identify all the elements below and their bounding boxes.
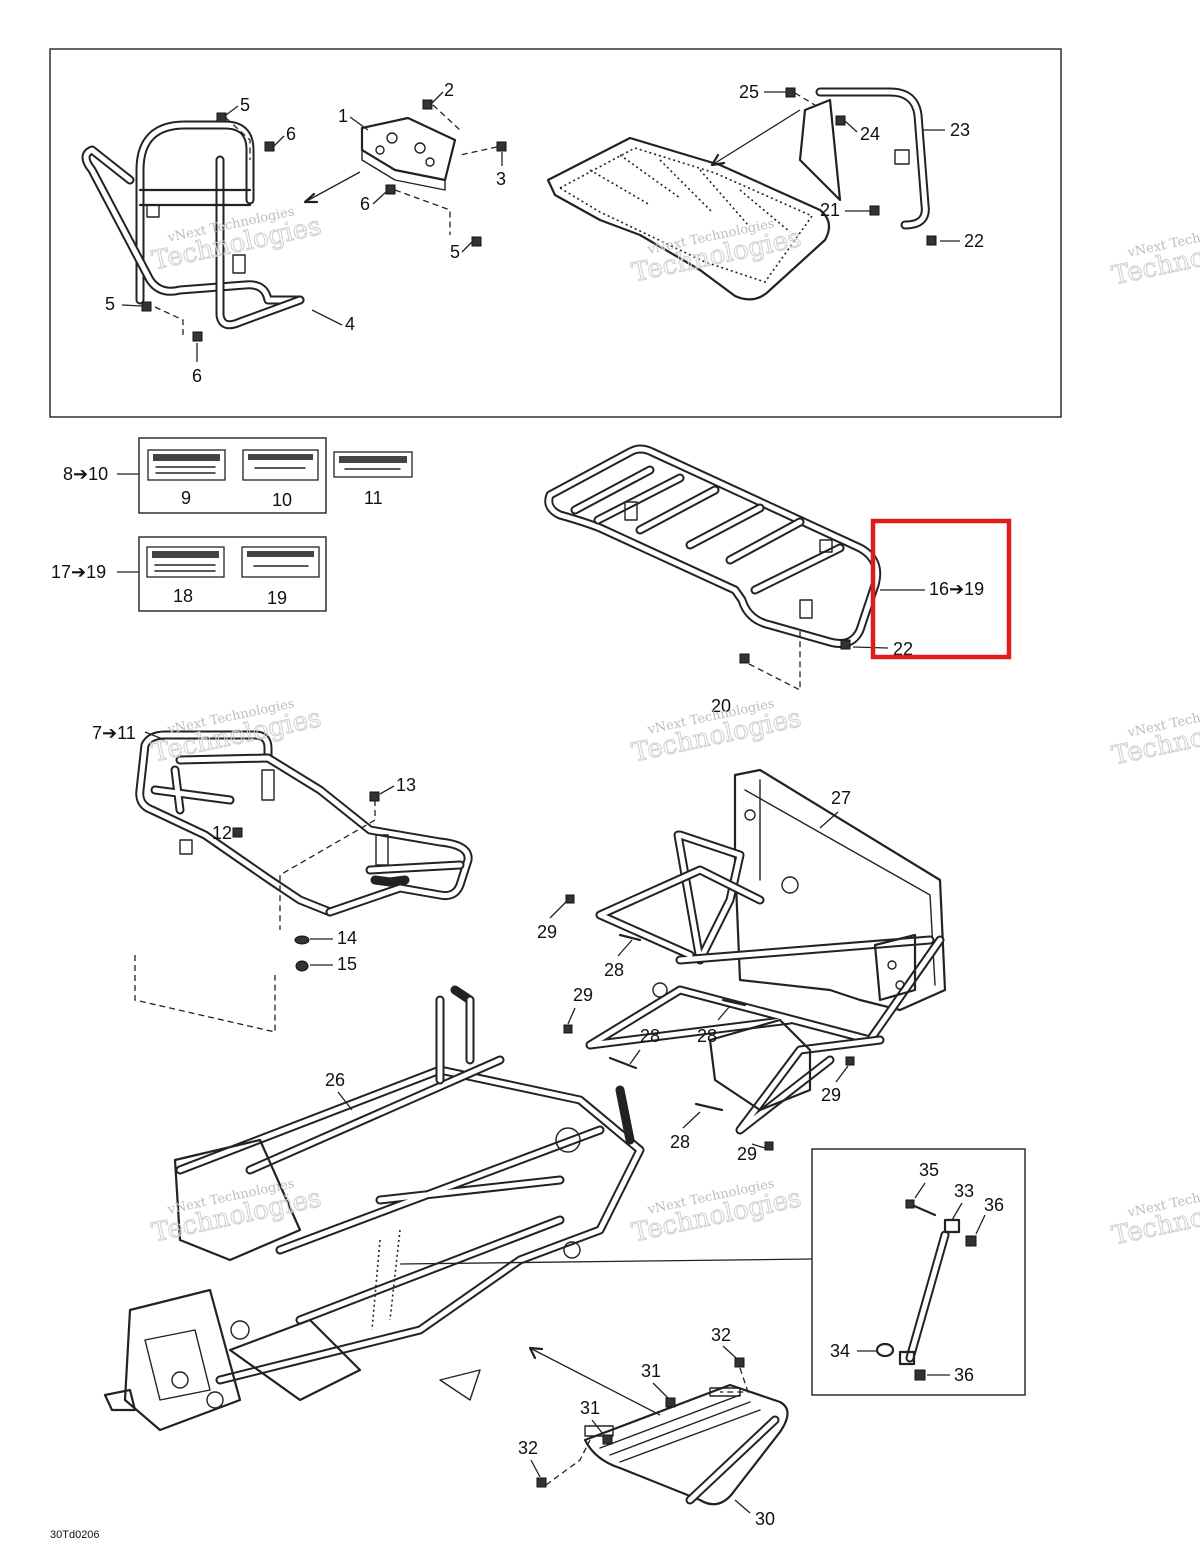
callout-6b: 6 — [360, 194, 370, 214]
label-group-b: 17➔19 18 19 — [51, 536, 327, 612]
callout-15: 15 — [337, 954, 357, 974]
callout-23: 23 — [950, 120, 970, 140]
callout-36b: 36 — [954, 1365, 974, 1385]
top-hardware — [141, 99, 507, 342]
callout-20: 20 — [711, 696, 731, 716]
arrow-rear-rack — [711, 109, 801, 166]
callout-32b: 32 — [518, 1438, 538, 1458]
callout-34: 34 — [830, 1341, 850, 1361]
arrow-head — [303, 192, 319, 204]
callout-32a: 32 — [711, 1325, 731, 1345]
callout-31a: 31 — [641, 1361, 661, 1381]
arrow-bracket — [304, 171, 361, 203]
grab-bar-drawing — [785, 87, 937, 246]
callout-28d: 28 — [670, 1132, 690, 1152]
inset-box: 33 34 35 36 36 — [811, 1148, 1026, 1396]
top-dash-lines — [154, 104, 498, 335]
callout-16-19: 16➔19 — [929, 579, 984, 599]
rear-rack-drawing-top — [546, 136, 831, 301]
watermark-8: vNext Technologies Technologies — [1109, 699, 1200, 772]
diagram-code: 30Td0206 — [50, 1529, 100, 1541]
callout-5c: 5 — [105, 294, 115, 314]
rear-rack-callouts: 16➔19 20 22 — [711, 579, 984, 716]
frame-callouts: 27 28 28 28 28 29 29 29 29 — [537, 788, 851, 1164]
callout-3: 3 — [496, 169, 506, 189]
callout-4: 4 — [345, 314, 355, 334]
watermark-7: vNext Technologies Technologies — [1109, 219, 1200, 292]
callout-22: 22 — [964, 231, 984, 251]
group-b-range: 17➔19 — [51, 562, 106, 582]
top-panel-border — [49, 48, 1062, 418]
callout-12: 12 — [212, 823, 232, 843]
callout-28a: 28 — [604, 960, 624, 980]
callout-25: 25 — [739, 82, 759, 102]
callout-5a: 5 — [240, 95, 250, 115]
bracket-drawing — [360, 116, 457, 191]
callout-6c: 6 — [192, 366, 202, 386]
callout-28b: 28 — [640, 1026, 660, 1046]
group-a-range: 8➔10 — [63, 464, 108, 484]
callout-36a: 36 — [984, 1195, 1004, 1215]
front-rack-callouts: 7➔11 12 13 14 15 — [92, 723, 416, 974]
watermark-5: vNext Technologies Technologies — [149, 1176, 325, 1249]
callout-31b: 31 — [580, 1398, 600, 1418]
label-group-a: 8➔10 9 10 11 — [63, 437, 413, 514]
watermark-layer: vNext Technologies Technologies vNext Te… — [149, 204, 1200, 1252]
callout-33: 33 — [954, 1181, 974, 1201]
label-10: 10 — [272, 490, 292, 510]
callout-2: 2 — [444, 80, 454, 100]
watermark-2: vNext Technologies Technologies — [629, 216, 805, 289]
callout-13: 13 — [396, 775, 416, 795]
callout-30: 30 — [755, 1509, 775, 1529]
label-19: 19 — [267, 588, 287, 608]
callout-29d: 29 — [737, 1144, 757, 1164]
front-rack-drawing — [134, 730, 473, 1033]
watermark-9: vNext Technologies Technologies — [1109, 1179, 1200, 1252]
label-9: 9 — [181, 488, 191, 508]
callout-28c: 28 — [697, 1026, 717, 1046]
watermark-1: vNext Technologies Technologies — [149, 204, 325, 277]
callout-29b: 29 — [573, 985, 593, 1005]
leader-26 — [337, 1091, 353, 1111]
callout-21: 21 — [820, 200, 840, 220]
callout-14: 14 — [337, 928, 357, 948]
highlight-box — [870, 518, 1012, 660]
rear-frame-drawing — [563, 768, 947, 1151]
callout-6a: 6 — [286, 124, 296, 144]
footrest-drawing — [528, 1346, 789, 1506]
callout-26: 26 — [325, 1070, 345, 1090]
callout-1: 1 — [338, 106, 348, 126]
watermark-6: vNext Technologies Technologies — [629, 1176, 805, 1249]
callout-29c: 29 — [821, 1085, 841, 1105]
callout-24: 24 — [860, 124, 880, 144]
callout-5b: 5 — [450, 242, 460, 262]
arrow-head — [710, 153, 726, 167]
rear-rack-drawing — [544, 444, 882, 692]
top-panel-callouts: 1 2 3 4 5 5 5 6 6 6 21 22 23 24 25 — [105, 80, 984, 386]
footrest-callouts: 30 31 31 32 32 — [518, 1325, 775, 1529]
callout-29a: 29 — [537, 922, 557, 942]
label-18: 18 — [173, 586, 193, 606]
label-11: 11 — [364, 488, 383, 508]
callout-27: 27 — [831, 788, 851, 808]
callout-7-11: 7➔11 — [92, 723, 136, 743]
main-frame-drawing — [103, 985, 813, 1432]
callout-35: 35 — [919, 1160, 939, 1180]
callout-22-rear: 22 — [893, 639, 913, 659]
